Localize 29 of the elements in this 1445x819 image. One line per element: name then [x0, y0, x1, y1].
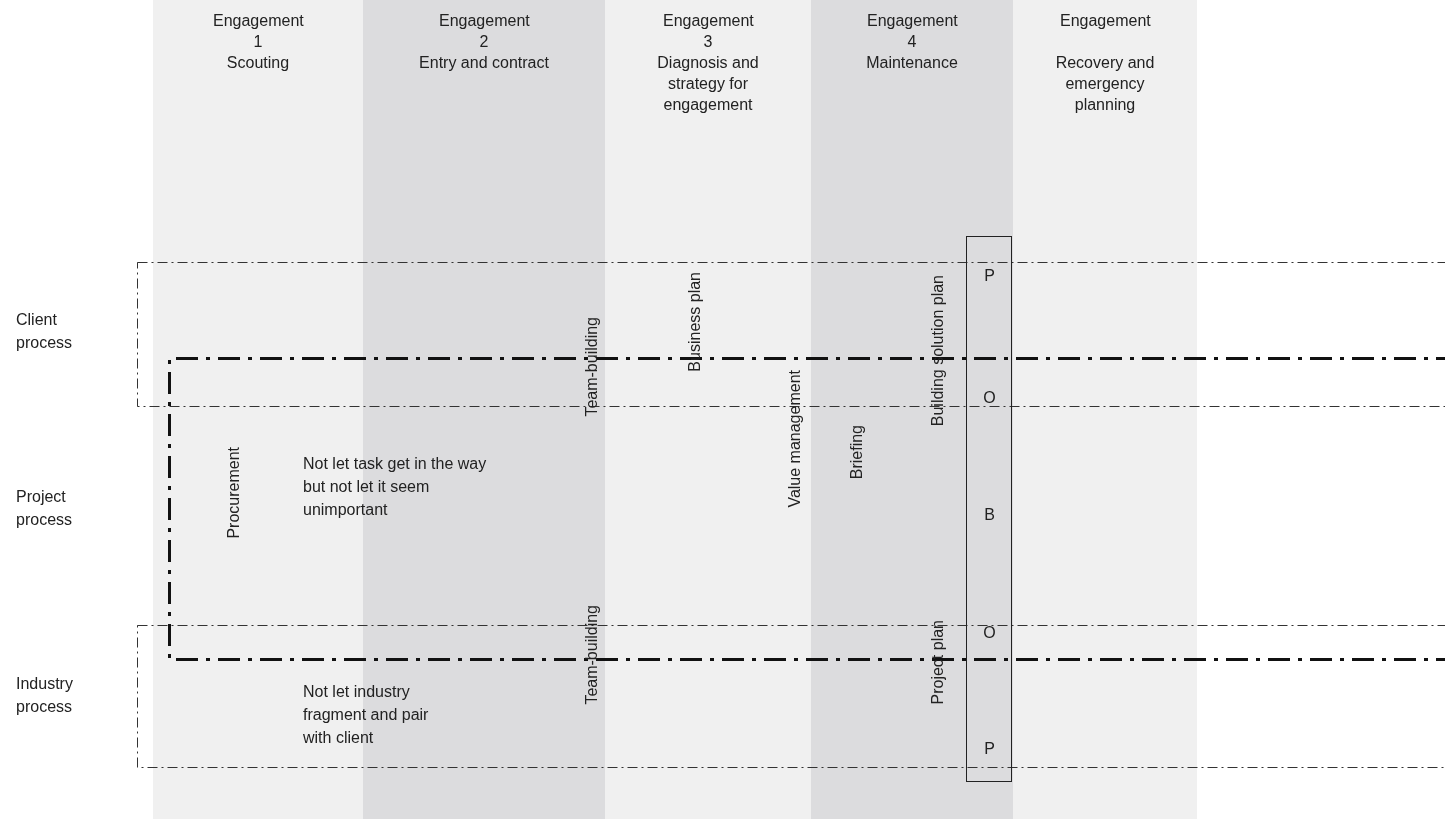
letter: O [982, 389, 997, 407]
column-heading: Engagement [1060, 11, 1150, 31]
note-text: Not let industry fragment and pair with client [303, 682, 430, 748]
row-label: Project process [16, 487, 74, 530]
letter-column-box [966, 236, 1012, 782]
note-text: Not let task get in the way but not let it seem unimportant [303, 454, 488, 520]
column-subheading: Scouting [225, 53, 291, 73]
column-heading: Engagement 4 [867, 11, 957, 52]
column-band [811, 0, 1013, 819]
letter: B [983, 506, 996, 524]
vertical-label: Value management [786, 370, 804, 508]
column-subheading: Recovery and emergency planning [1054, 53, 1156, 115]
column-heading: Engagement 2 [439, 11, 529, 52]
column-subheading: Entry and contract [418, 53, 550, 73]
column-subheading: Maintenance [865, 53, 959, 73]
column-band [605, 0, 811, 819]
row-label: Industry process [16, 674, 74, 717]
vertical-label: Procurement [225, 447, 243, 539]
vertical-label: Team-building [583, 317, 601, 417]
column-heading: Engagement 3 [663, 11, 753, 52]
letter: O [982, 624, 997, 642]
row-label: Client process [16, 310, 74, 353]
column-subheading: Diagnosis and strategy for engagement [656, 53, 760, 115]
vertical-label: Team-building [583, 605, 601, 705]
column-heading: Engagement 1 [213, 11, 303, 52]
vertical-label: Briefing [848, 425, 866, 480]
column-band [1013, 0, 1197, 819]
letter: P [983, 267, 996, 285]
letter: P [983, 740, 996, 758]
